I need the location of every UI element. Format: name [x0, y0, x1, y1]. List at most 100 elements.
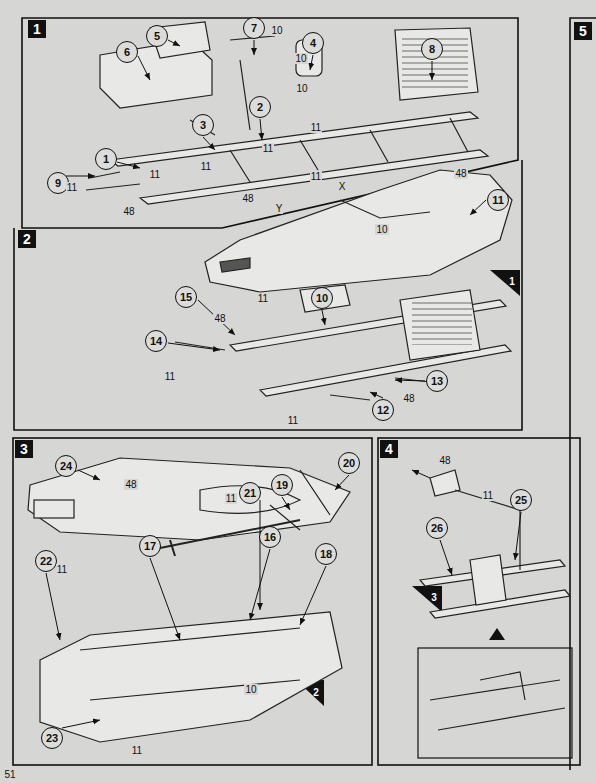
callout-number: 19: [271, 474, 293, 496]
callout-number: 2: [249, 96, 271, 118]
part-label: 51: [3, 769, 16, 780]
step-ref-triangle: [412, 586, 442, 612]
part-label: 48: [241, 193, 254, 204]
callout-text: 12: [377, 404, 389, 416]
callout-text: 24: [60, 460, 72, 472]
callout-number: 7: [243, 17, 265, 39]
callout-text: 9: [55, 177, 61, 189]
callout-number: 14: [145, 330, 167, 352]
callout-number: 26: [426, 517, 448, 539]
part-label: 11: [482, 490, 494, 501]
callout-text: 3: [200, 119, 206, 131]
leader-line: [412, 470, 521, 575]
callout-number: 21: [239, 482, 261, 504]
callout-number: 8: [421, 38, 443, 60]
panel-part: [300, 285, 350, 312]
part-label: 10: [270, 25, 283, 36]
body-shell: [28, 458, 350, 742]
callout-number: 12: [372, 399, 394, 421]
callout-text: 2: [257, 101, 263, 113]
body-shell: [205, 170, 512, 292]
chassis-frame: [420, 470, 570, 730]
callout-text: 22: [40, 555, 52, 567]
part-label: 48: [124, 479, 137, 490]
view-arrow: [489, 628, 505, 640]
part-label: 48: [438, 455, 451, 466]
callout-text: 20: [343, 457, 355, 469]
part-label: 10: [294, 53, 307, 64]
part-label: 11: [310, 122, 322, 133]
part-label: 11: [56, 564, 68, 575]
callout-text: 18: [320, 548, 332, 560]
callout-number: 25: [510, 489, 532, 511]
part-label: 48: [402, 393, 415, 404]
part-label: 11: [225, 493, 237, 504]
part-label: 48: [454, 168, 467, 179]
callout-number: 20: [338, 452, 360, 474]
chassis-frame: [175, 285, 511, 400]
part-label: 11: [287, 415, 299, 426]
part-label: 11: [200, 161, 212, 172]
part-label: 11: [149, 169, 161, 180]
step-reference: 1: [508, 276, 516, 287]
part-label: X: [338, 181, 347, 192]
step-reference: 2: [312, 687, 320, 698]
callout-number: 22: [35, 550, 57, 572]
callout-text: 19: [276, 479, 288, 491]
callout-text: 25: [515, 494, 527, 506]
part-label: 10: [244, 684, 257, 695]
leader-line: [66, 40, 432, 176]
part-label: 11: [257, 293, 269, 304]
part-label: 11: [164, 371, 176, 382]
step-reference: 3: [430, 592, 438, 603]
callout-text: 6: [124, 46, 130, 58]
callout-text: 16: [264, 531, 276, 543]
callout-text: 1: [103, 153, 109, 165]
step-panel: 3 24 21 19 20 17 16 18 22 23: [13, 438, 372, 765]
callout-text: 4: [310, 37, 316, 49]
panel-border: [14, 160, 522, 430]
part-label: 11: [310, 171, 322, 182]
callout-number: 24: [55, 455, 77, 477]
inset-frame: [418, 648, 572, 758]
callout-text: 23: [46, 732, 58, 744]
callout-text: 7: [251, 22, 257, 34]
step-ref-triangle: [490, 270, 520, 296]
callout-text: 13: [431, 375, 443, 387]
mirror: [430, 470, 460, 496]
step-panel: 1657482319: [22, 18, 518, 228]
part-label: 48: [122, 206, 135, 217]
callout-number: 4: [302, 32, 324, 54]
callout-number: 16: [259, 526, 281, 548]
callout-number: 18: [315, 543, 337, 565]
callout-text: 14: [150, 335, 162, 347]
callout-number: 5: [146, 25, 168, 47]
step-number: 5: [574, 22, 592, 40]
part-label: 11: [66, 182, 78, 193]
step-panel: 5: [570, 18, 596, 78]
callout-number: 13: [426, 370, 448, 392]
step-number: 1: [28, 20, 46, 38]
step-panel: 42625: [378, 438, 580, 765]
part-label: 10: [375, 224, 388, 235]
callout-number: 23: [41, 727, 63, 749]
part-label: 11: [262, 143, 274, 154]
callout-number: 17: [139, 535, 161, 557]
callout-text: 15: [180, 291, 192, 303]
callout-text: 5: [154, 30, 160, 42]
step-number: 3: [15, 440, 33, 458]
part-label: 11: [131, 745, 143, 756]
callout-text: 26: [431, 522, 443, 534]
callout-number: 3: [192, 114, 214, 136]
part-label: 48: [213, 313, 226, 324]
panel-border: [570, 18, 596, 770]
step-number: 2: [18, 230, 36, 248]
callout-text: 11: [492, 194, 504, 206]
part-label: Y: [275, 203, 284, 214]
leader-line: [46, 470, 349, 728]
part-label: 10: [295, 83, 308, 94]
callout-text: 8: [429, 43, 435, 55]
panel-border: [13, 438, 372, 765]
panel-border: [378, 438, 580, 765]
